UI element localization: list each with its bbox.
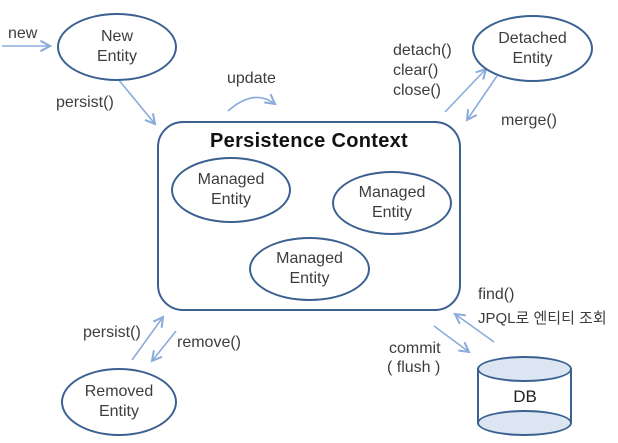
managed-entity-3-label-line1: Managed: [276, 250, 343, 267]
detached-entity-node: Detached Entity: [472, 15, 593, 82]
new-label: new: [8, 25, 38, 42]
managed-entity-node-2: Managed Entity: [332, 171, 452, 235]
new-entity-node: New Entity: [57, 13, 177, 81]
persist-bottom-label: persist(): [83, 324, 141, 341]
remove-label: remove(): [177, 334, 242, 351]
managed-entity-3-label-line2: Entity: [289, 270, 330, 287]
remove-arrow: [152, 330, 177, 361]
update-arrow: [227, 97, 275, 112]
managed-entity-node-3: Managed Entity: [249, 237, 370, 301]
db-label: DB: [513, 387, 537, 406]
managed-entity-1-label-line1: Managed: [197, 171, 265, 188]
persistence-context-title: Persistence Context: [210, 130, 408, 152]
removed-entity-label-line1: Removed: [84, 383, 154, 400]
db-cylinder-top: [477, 356, 572, 382]
commit-label: commit: [389, 340, 441, 357]
detached-entity-label-line1: Detached: [498, 29, 567, 47]
clear-label: clear(): [393, 62, 439, 79]
close-label: close(): [393, 82, 442, 99]
detached-entity-label-line2: Entity: [512, 49, 553, 67]
removed-entity-node: Removed Entity: [61, 368, 177, 436]
managed-entity-2-label-line2: Entity: [371, 204, 412, 221]
persist-top-label: persist(): [56, 94, 114, 111]
new-entity-label-line2: Entity: [96, 48, 137, 65]
managed-entity-2-label-line1: Managed: [358, 184, 426, 201]
db-cylinder-bottom: [477, 410, 572, 436]
managed-entity-node-1: Managed Entity: [171, 157, 291, 223]
persist-top-arrow: [117, 78, 155, 124]
jpql-lookup-label: JPQL로 엔티티 조회: [478, 310, 607, 327]
managed-entity-1-label-line2: Entity: [210, 191, 251, 208]
merge-label: merge(): [501, 112, 558, 129]
flush-label: ( flush ): [387, 359, 441, 376]
update-label: update: [227, 70, 276, 87]
merge-arrow: [467, 75, 498, 120]
removed-entity-label-line2: Entity: [98, 403, 139, 420]
new-entity-label-line1: New: [100, 28, 133, 45]
find-label: find(): [478, 286, 515, 303]
detach-clear-close-labels: detach() clear() close(): [393, 41, 452, 101]
detach-label: detach(): [393, 42, 452, 59]
